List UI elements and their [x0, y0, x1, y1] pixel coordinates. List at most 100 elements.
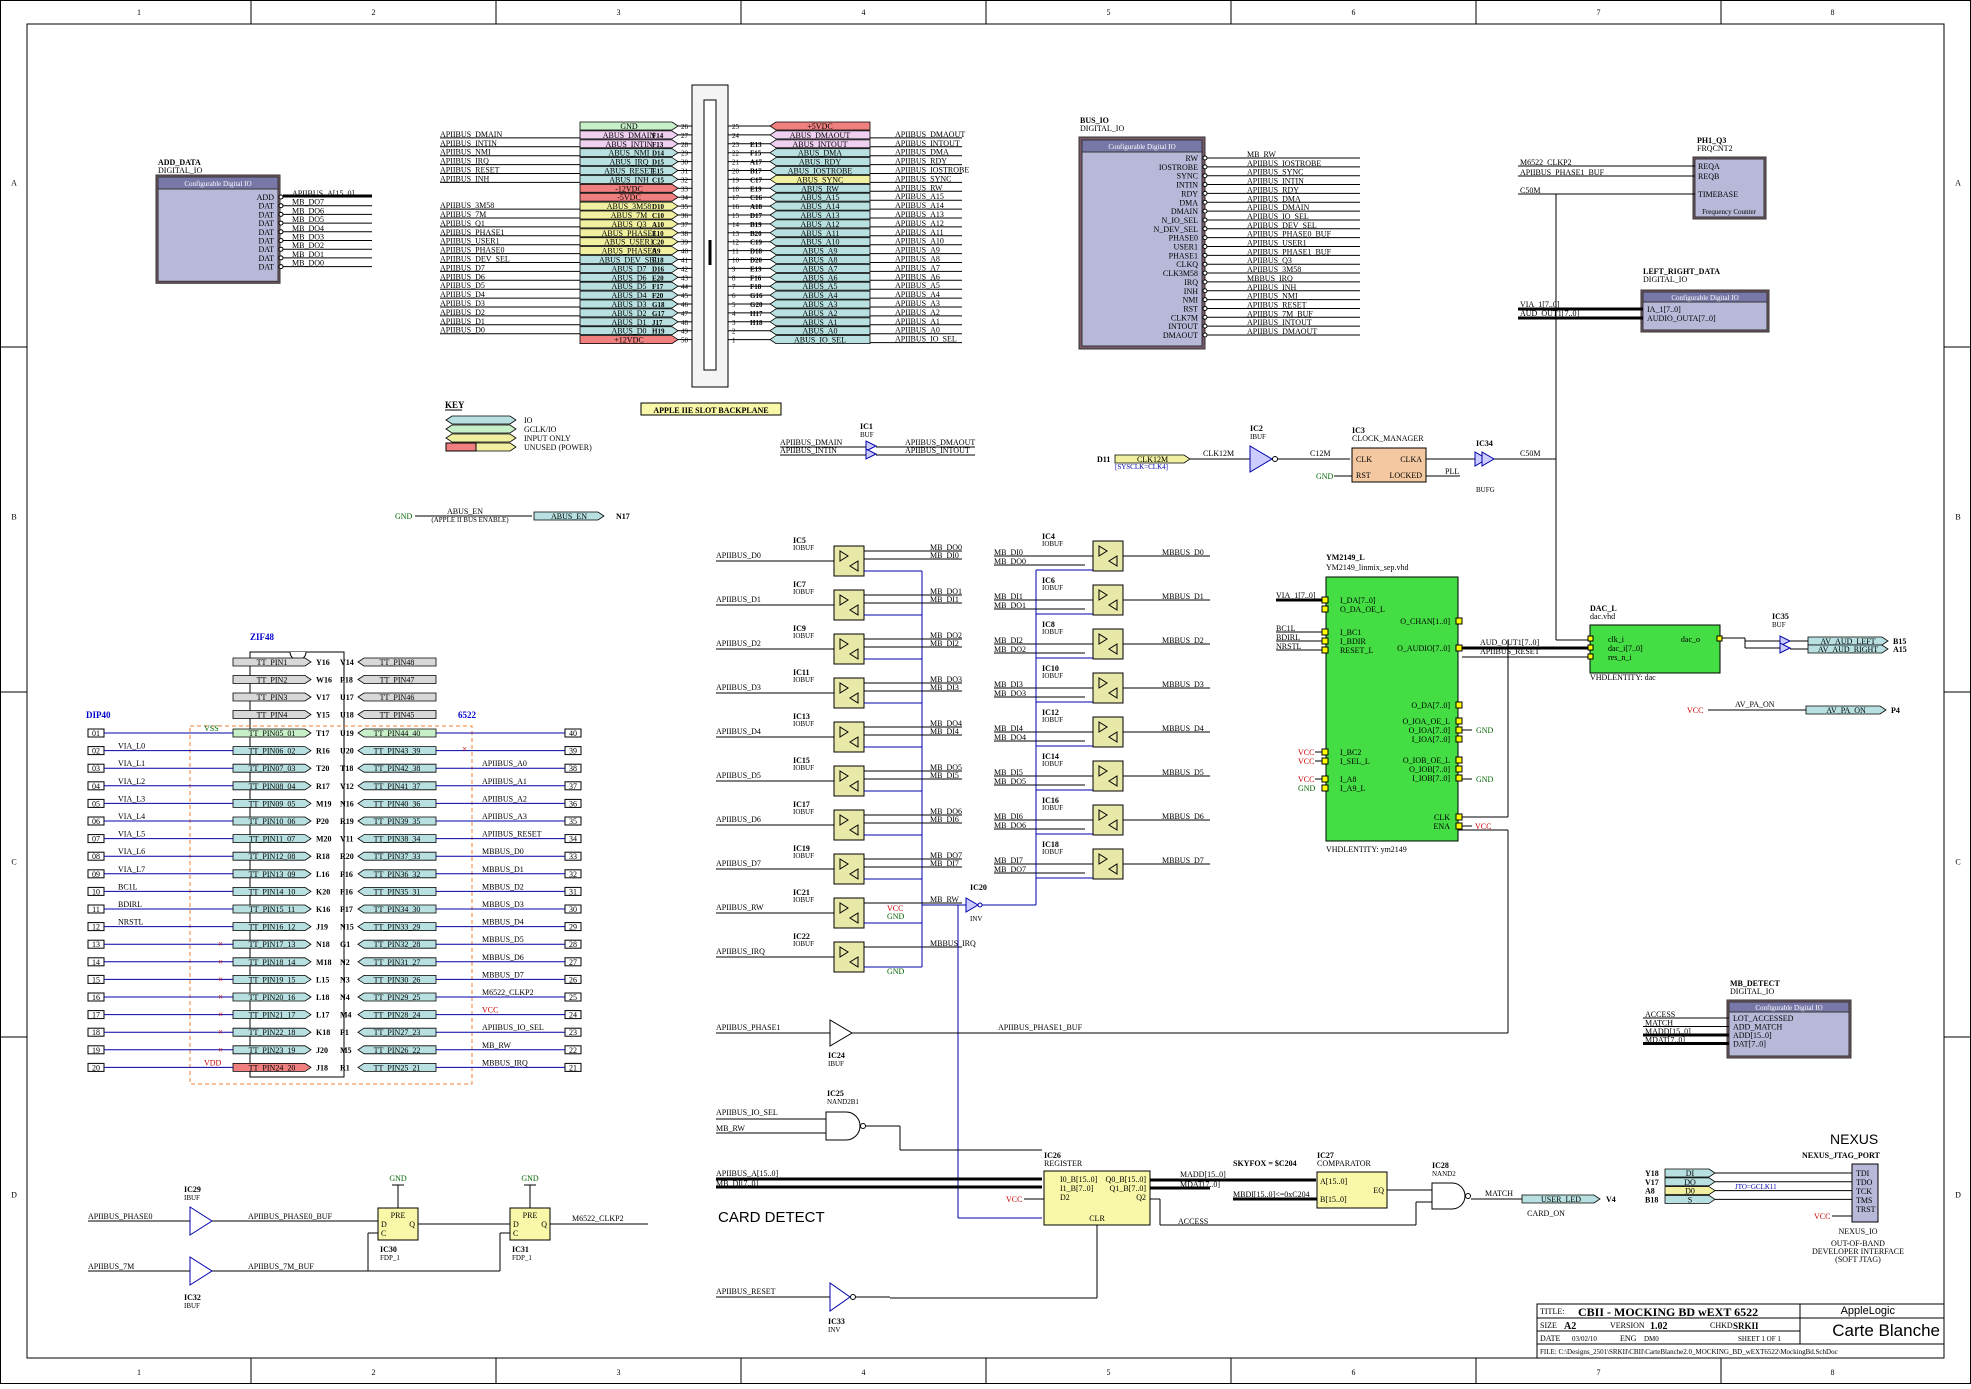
iobuf-i2: MB_DO5 [994, 777, 1026, 786]
busio-net: MB_RW [1247, 150, 1276, 159]
dip-right-num: 38 [569, 764, 577, 773]
busio-pin: CLK3M58 [1163, 269, 1198, 278]
zif-top-left-tag [232, 675, 312, 684]
col-marker: 6 [1352, 1368, 1356, 1377]
add-data-pin: DAT [258, 237, 274, 246]
card-on-label: CARD_ON [1527, 1209, 1565, 1218]
add-data-net: MB_DO7 [292, 198, 324, 207]
no-connect: × [218, 939, 223, 949]
iobuf-o1: MB_DO3 [930, 675, 962, 684]
gnd-label: GND [395, 512, 413, 521]
ic34-type: BUFG [1476, 486, 1495, 494]
ym-rpin-box [1455, 726, 1463, 734]
mbd-header-label: Configurable Digital IO [1755, 1004, 1822, 1012]
ph1-ref: PH1_Q3 [1697, 136, 1726, 145]
ic33-ref: IC33 [828, 1317, 845, 1326]
zif-inner-left-tag [232, 939, 312, 949]
backplane-right-pin: G20 [750, 301, 763, 309]
iobuf-left-body [833, 589, 865, 621]
dac-pin-box [1716, 635, 1723, 642]
key-item: UNUSED (POWER) [524, 443, 592, 452]
nexus-jtag-pin: TRST [1856, 1205, 1876, 1214]
dip-right-num: 23 [569, 1028, 577, 1037]
iobuf-left-body [833, 765, 865, 797]
ff-type: FDP_1 [512, 1254, 532, 1262]
iobuf-o2: MB_DI3 [930, 683, 959, 692]
iobuf-left-tri1 [839, 550, 849, 562]
iobuf-o2: MB_DI4 [930, 727, 959, 736]
backplane-right-tag [769, 157, 871, 167]
backplane-right-net: APIIBUS_A13 [895, 210, 944, 219]
ff-c: C [513, 1229, 518, 1238]
ic1-type: BUF [860, 431, 874, 439]
mbd-net: MATCH [1645, 1019, 1673, 1028]
backplane-right-net: APIIBUS_IO_SEL [895, 335, 957, 344]
add-data-pin-dot [278, 211, 284, 217]
busio-net: APIIBUS_USER1 [1247, 239, 1307, 248]
backplane-left-num: 31 [681, 168, 689, 176]
dip-right-num: 31 [569, 887, 577, 896]
busio-type: DIGITAL_IO [1080, 124, 1124, 133]
nexus-title: NEXUS [1830, 1131, 1878, 1147]
backplane-left-net: APIIBUS_DMAIN [440, 130, 502, 139]
iobuf-o2: MB_DI1 [930, 595, 959, 604]
dac-pin-box [1587, 644, 1594, 651]
backplane-left-pin: G17 [652, 310, 665, 318]
backplane-left-pin: G18 [652, 301, 665, 309]
gnd-label: GND [1476, 775, 1494, 784]
ic2-bubble [1272, 456, 1278, 462]
backplane-right-tag [769, 290, 871, 300]
add-data-pin: DAT [258, 202, 274, 211]
iobuf-right-tri2 [1108, 731, 1118, 743]
user-led-tag-label: USER_LED [1541, 1195, 1581, 1204]
iobuf-left-body [833, 897, 865, 929]
ic2-ibuf [1249, 445, 1273, 473]
tb-size-lbl: SIZE [1540, 1321, 1557, 1330]
ph1-net: M6522_CLKP2 [1520, 158, 1572, 167]
backplane-right-tag-label: ABUS_RDY [799, 158, 841, 167]
tb-chkd: SRKII [1733, 1321, 1759, 1331]
ic26-pin: I0_B[15..0] [1060, 1175, 1098, 1184]
backplane-right-num: 16 [732, 203, 740, 211]
zif-top-right-pin: V14 [340, 658, 354, 667]
backplane-left-tag-label: ABUS_D1 [611, 318, 646, 327]
backplane-right-pin: C16 [750, 194, 763, 202]
backplane-right-tag [769, 228, 871, 238]
backplane-right-num: 1 [732, 337, 736, 345]
zif-inner-left-tag-label: TT_PIN11_07 [249, 835, 295, 844]
iobuf-left-tri2 [849, 736, 859, 748]
busio-pin-dot [1202, 226, 1208, 232]
busio-pin-dot [1202, 244, 1208, 249]
dac-name: DAC_L [1590, 604, 1617, 613]
backplane-left-tag [579, 192, 679, 202]
backplane-title-box [640, 402, 782, 416]
vcc-label: VCC [1298, 748, 1314, 757]
lr-name: LEFT_RIGHT_DATA [1643, 267, 1720, 276]
zif-right-pin: U20 [340, 747, 354, 756]
zif-left-pin: K20 [316, 887, 330, 896]
dip-right-num: 21 [569, 1063, 577, 1072]
dip-right-net: APIIBUS_A1 [482, 777, 527, 786]
zif-top-right-tag [357, 692, 437, 702]
zif-inner-left-tag [232, 1045, 312, 1055]
busio-pin-dot [1202, 155, 1208, 161]
iobuf-i2: MB_DO1 [994, 601, 1026, 610]
ym-lpin: I_A8 [1340, 775, 1356, 784]
col-marker: 4 [862, 8, 866, 17]
iobuf-type: IOBUF [793, 588, 814, 596]
backplane-left-pin: C20 [652, 239, 665, 247]
zif-inner-left-tag [232, 904, 312, 914]
busio-net: MBBUS_IRQ [1247, 274, 1293, 283]
backplane-right-net: APIIBUS_A1 [895, 317, 940, 326]
vcc-label: VCC [1814, 1212, 1830, 1221]
lr-pin: AUDIO_OUTA[7..0] [1647, 314, 1716, 323]
key-swatch [445, 415, 517, 425]
gnd-label: GND [887, 967, 905, 976]
iobuf-left-tri2 [849, 780, 859, 792]
ic28-ref: IC28 [1432, 1161, 1449, 1170]
zif-inner-left-tag [232, 992, 312, 1002]
backplane-right-net: APIIBUS_A15 [895, 192, 944, 201]
busio-net: APIIBUS_DMAOUT [1247, 327, 1317, 336]
dip-right-net: VCC [482, 1006, 498, 1015]
busio-net: APIIBUS_DEV_SEL [1247, 221, 1317, 230]
